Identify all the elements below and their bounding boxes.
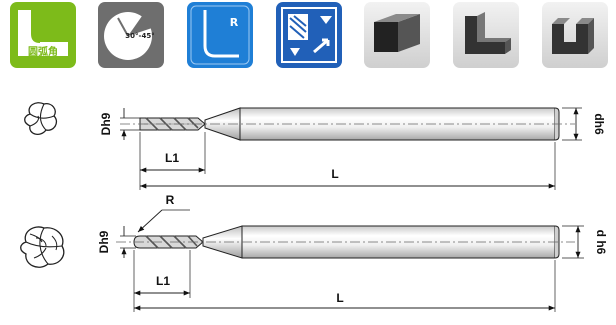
bottom-shank-label: d h6 xyxy=(594,230,608,255)
bottom-diameter-label: Dh9 xyxy=(97,230,111,253)
bottom-dimensions xyxy=(120,209,584,312)
milling-directions-icon xyxy=(281,7,337,63)
end-mill-drawing: Dh9 dh6 L1 L R Dh9 d h6 L1 L xyxy=(20,102,608,312)
groove-milling-icon xyxy=(552,18,594,54)
top-dimensions xyxy=(120,107,582,190)
slot-milling-icon xyxy=(374,14,420,52)
bottom-cut-length-label: L1 xyxy=(156,274,170,288)
slot-milling-badge xyxy=(364,2,430,68)
radius-profile-icon xyxy=(190,5,250,65)
top-end-view xyxy=(24,102,58,136)
corner-radius-label: 圆弧角 xyxy=(28,47,58,58)
corner-radius-badge: 圆弧角 xyxy=(10,2,76,68)
corner-radius-icon xyxy=(18,10,68,56)
groove-milling-badge xyxy=(542,2,608,68)
helix-angle-label: 30°-45° xyxy=(125,32,155,40)
helix-angle-badge: 30°-45° xyxy=(98,2,164,68)
radius-badge: R xyxy=(187,2,253,68)
bottom-end-view xyxy=(20,226,65,268)
helix-angle-icon xyxy=(104,12,152,60)
bottom-radius-label: R xyxy=(166,193,175,207)
top-shank-label: dh6 xyxy=(592,113,606,135)
top-overall-length-label: L xyxy=(331,167,338,181)
milling-directions-badge xyxy=(276,2,342,68)
step-milling-badge xyxy=(453,2,519,68)
bottom-overall-length-label: L xyxy=(336,291,343,305)
radius-label: R xyxy=(229,16,239,29)
step-milling-icon xyxy=(465,12,511,54)
top-diameter-label: Dh9 xyxy=(99,112,113,135)
top-cut-length-label: L1 xyxy=(165,151,179,165)
